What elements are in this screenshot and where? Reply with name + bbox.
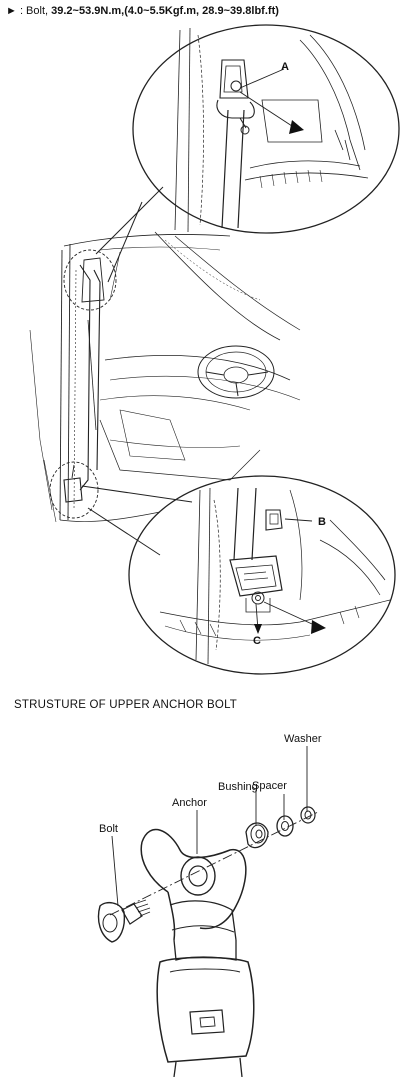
label-bolt: Bolt bbox=[99, 823, 118, 835]
callout-b: B bbox=[318, 516, 326, 528]
torque-spec: ► : Bolt, 39.2~53.9N.m,(4.0~5.5Kgf.m, 28… bbox=[6, 4, 279, 18]
upper-torque-arrow-icon bbox=[289, 120, 304, 134]
anchor-structure-drawing bbox=[97, 746, 319, 1077]
callout-a: A bbox=[281, 61, 289, 73]
torque-marker: ► bbox=[6, 5, 17, 17]
lower-bolt-marker-icon bbox=[254, 624, 262, 634]
torque-prefix: : Bolt, bbox=[16, 5, 52, 17]
label-anchor: Anchor bbox=[172, 797, 207, 809]
label-spacer: Spacer bbox=[252, 780, 287, 792]
lower-torque-arrow-icon bbox=[311, 620, 326, 634]
lower-detail-circle bbox=[128, 475, 396, 675]
label-washer: Washer bbox=[284, 733, 322, 745]
structure-title: STRUSTURE OF UPPER ANCHOR BOLT bbox=[14, 699, 238, 711]
callout-c: C bbox=[253, 635, 261, 647]
torque-value: 39.2~53.9N.m,(4.0~5.5Kgf.m, 28.9~39.8lbf… bbox=[51, 5, 279, 17]
upper-detail-circle bbox=[132, 24, 400, 234]
label-bushing: Bushing bbox=[218, 781, 258, 793]
car-interior-sketch bbox=[29, 231, 301, 523]
